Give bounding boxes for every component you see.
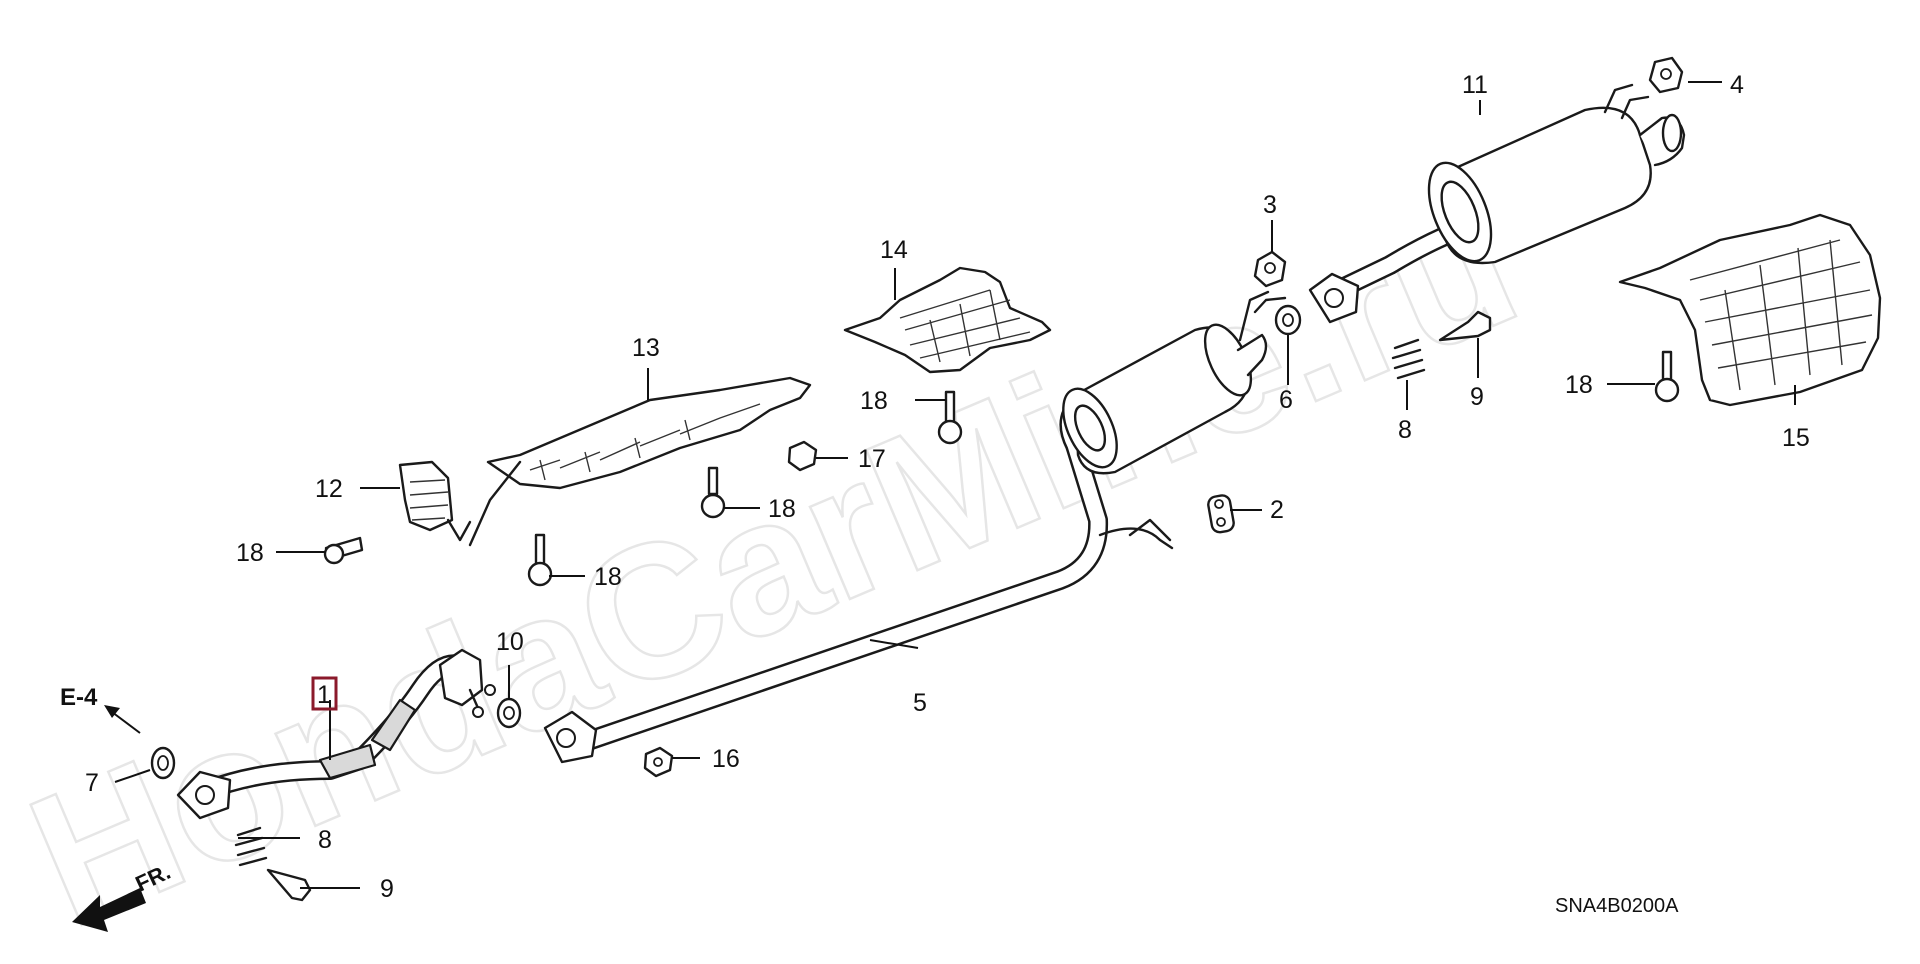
hanger-part-2[interactable] — [1207, 494, 1235, 534]
bolt-part-9-rear[interactable] — [1438, 310, 1492, 342]
callout-8-front[interactable]: 8 — [318, 826, 332, 854]
callout-18-a[interactable]: 18 — [236, 539, 264, 567]
front-pipe-part-1[interactable] — [176, 648, 496, 820]
callout-12[interactable]: 12 — [315, 475, 343, 503]
clamp-part-3[interactable] — [1253, 250, 1287, 288]
heat-shield-part-15[interactable] — [1618, 213, 1882, 407]
clamp-part-4[interactable] — [1648, 56, 1684, 94]
callout-18-b[interactable]: 18 — [594, 563, 622, 591]
heat-shield-part-12[interactable] — [398, 460, 472, 542]
callout-18-e[interactable]: 18 — [1565, 371, 1593, 399]
ref-label-e4[interactable]: E-4 — [60, 684, 98, 711]
heat-shield-part-14[interactable] — [843, 266, 1052, 374]
bolt-part-18-c[interactable] — [700, 466, 726, 519]
callout-9-rear[interactable]: 9 — [1470, 383, 1484, 411]
heat-shield-part-13[interactable] — [468, 376, 812, 547]
callout-8-rear[interactable]: 8 — [1398, 416, 1412, 444]
callout-14[interactable]: 14 — [880, 236, 908, 264]
callout-6[interactable]: 6 — [1279, 386, 1293, 414]
callout-17[interactable]: 17 — [858, 445, 886, 473]
bolt-part-9-front[interactable] — [266, 868, 312, 902]
callout-7[interactable]: 7 — [85, 769, 99, 797]
callout-5[interactable]: 5 — [913, 689, 927, 717]
callout-13[interactable]: 13 — [632, 334, 660, 362]
callout-10[interactable]: 10 — [496, 628, 524, 656]
callout-11[interactable]: 11 — [1462, 71, 1488, 99]
watermark: HondaCarMine.ru — [3, 154, 1543, 959]
leader-lines — [104, 81, 1796, 889]
spring-part-8-front[interactable] — [234, 826, 268, 867]
callout-18-c[interactable]: 18 — [768, 495, 796, 523]
rear-muffler-part-11[interactable] — [1308, 83, 1686, 324]
callout-16[interactable]: 16 — [712, 745, 740, 773]
nut-part-16[interactable] — [643, 746, 674, 778]
nut-part-17[interactable] — [787, 440, 818, 472]
bolt-part-18-d[interactable] — [937, 390, 963, 445]
callout-1[interactable]: 1 — [317, 681, 331, 709]
gasket-part-10[interactable] — [496, 697, 522, 729]
callout-4[interactable]: 4 — [1730, 71, 1744, 99]
callout-18-d[interactable]: 18 — [860, 387, 888, 415]
diagram-code: SNA4B0200A — [1555, 895, 1679, 917]
callout-3[interactable]: 3 — [1263, 191, 1277, 219]
callout-2[interactable]: 2 — [1270, 496, 1284, 524]
spring-part-8-rear[interactable] — [1391, 338, 1426, 380]
center-silencer[interactable] — [1052, 290, 1287, 542]
bolt-part-18-e[interactable] — [1654, 350, 1680, 403]
bolt-part-18-b[interactable] — [527, 533, 553, 587]
callout-15[interactable]: 15 — [1782, 424, 1810, 452]
callout-9-front[interactable]: 9 — [380, 875, 394, 903]
gasket-part-6[interactable] — [1274, 304, 1302, 336]
highlight-box-part-1 — [311, 676, 338, 711]
bolt-part-18-a[interactable] — [323, 536, 364, 565]
gasket-part-7[interactable] — [150, 746, 176, 780]
